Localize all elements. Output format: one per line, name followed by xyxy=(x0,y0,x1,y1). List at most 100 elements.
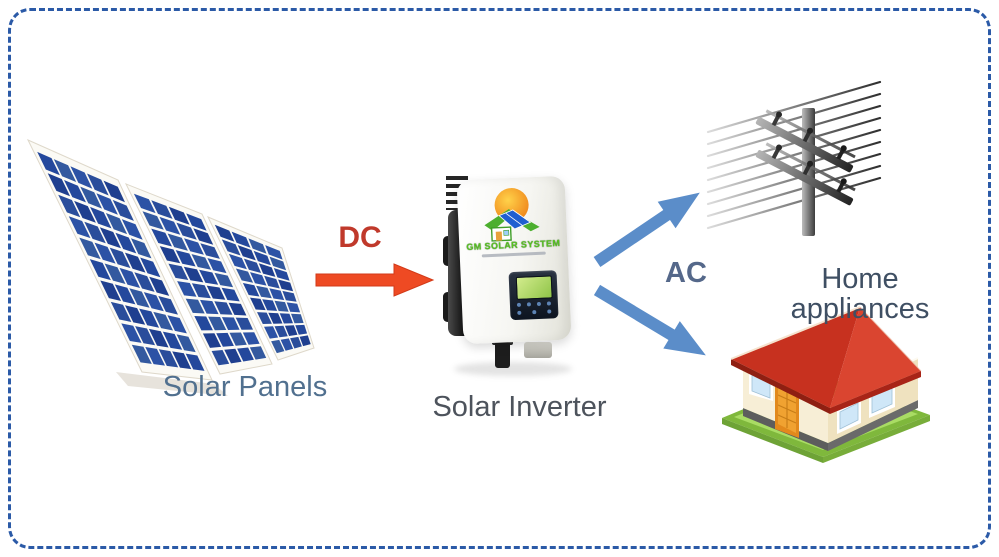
solar-cell xyxy=(105,213,128,235)
solar-cell xyxy=(274,300,289,312)
solar-cell xyxy=(115,232,137,254)
side-knob-icon xyxy=(443,292,452,322)
solar-cell xyxy=(124,252,146,273)
solar-cell xyxy=(237,347,254,362)
solar-cell xyxy=(250,297,266,311)
solar-cell xyxy=(278,279,294,292)
solar-cell xyxy=(295,324,308,335)
solar-cell xyxy=(264,326,279,339)
solar-cell xyxy=(214,301,233,315)
solar-cell xyxy=(214,272,234,288)
solar-cell xyxy=(262,299,278,311)
door-panel-line xyxy=(777,394,797,404)
solar-cell xyxy=(185,353,205,371)
solar-cell xyxy=(104,263,126,284)
solar-cell xyxy=(183,266,204,283)
solar-cell xyxy=(273,268,290,281)
solar-cell xyxy=(269,288,285,301)
ridge-trim xyxy=(730,306,861,360)
ridge-trim xyxy=(859,306,922,372)
solar-cell xyxy=(149,276,170,296)
solar-cell xyxy=(121,323,142,343)
solar-cell xyxy=(211,350,230,366)
solar-cell xyxy=(110,301,132,322)
panel-button xyxy=(547,309,552,314)
solar-cell xyxy=(159,216,181,235)
solar-cell xyxy=(214,224,235,242)
button-row xyxy=(516,301,552,307)
solar-cell xyxy=(139,308,160,328)
solar-cell xyxy=(129,288,150,308)
solar-cell xyxy=(284,325,298,336)
logo-tagline-bar xyxy=(481,251,546,258)
solar-cell xyxy=(280,338,294,351)
solar-cell xyxy=(100,280,122,301)
grass-edge xyxy=(823,415,930,463)
solar-cell xyxy=(221,239,241,256)
door-panel-line xyxy=(777,404,797,414)
brand-logo-text: GM SOLAR SYSTEM xyxy=(466,237,561,253)
solar-cell xyxy=(64,180,86,203)
solar-cell xyxy=(168,206,190,225)
solar-cell xyxy=(125,305,146,325)
solar-cell xyxy=(256,285,272,299)
solar-cell xyxy=(143,292,164,312)
solar-cell xyxy=(257,312,272,324)
solar-cell xyxy=(96,193,118,215)
solar-cell xyxy=(37,151,60,176)
solar-cell xyxy=(279,313,293,324)
ac-connector-icon xyxy=(524,342,552,358)
eave-shadow xyxy=(830,371,921,414)
solar-cell xyxy=(286,302,301,313)
solar-cell xyxy=(176,222,197,240)
solar-cell xyxy=(221,287,240,302)
solar-cell xyxy=(167,315,187,334)
roof-left xyxy=(731,307,860,408)
solar-cell xyxy=(290,336,302,349)
solar-cell xyxy=(175,250,196,267)
inverter-shadow xyxy=(454,362,572,376)
power-line xyxy=(706,128,882,182)
solar-cell xyxy=(134,272,155,292)
solar-cell xyxy=(80,186,102,209)
solar-cell xyxy=(265,245,283,260)
solar-cell xyxy=(184,238,204,255)
ac-arrow-up-icon xyxy=(593,192,700,267)
solar-cell xyxy=(274,325,288,338)
utility-pole-icon xyxy=(706,80,882,236)
solar-cell xyxy=(237,245,256,261)
grass-edge xyxy=(722,418,823,463)
solar-cell xyxy=(193,228,214,245)
solar-cell xyxy=(221,317,240,330)
power-line xyxy=(706,152,882,206)
solar-inverter-label: Solar Inverter xyxy=(432,391,607,423)
solar-cell xyxy=(158,349,179,368)
solar-panels-label: Solar Panels xyxy=(162,371,328,403)
solar-cell xyxy=(206,285,226,300)
solar-cell xyxy=(158,296,178,315)
solar-cell xyxy=(177,281,197,297)
solar-cell xyxy=(153,311,173,331)
solar-cell xyxy=(194,316,213,331)
solar-cell xyxy=(235,268,254,283)
solar-cell xyxy=(74,200,96,223)
solar-cell xyxy=(231,231,251,248)
solar-cell xyxy=(90,206,112,229)
door-panel-line xyxy=(777,414,797,424)
solar-cell xyxy=(112,199,134,221)
solar-cell xyxy=(89,259,111,281)
solar-cell xyxy=(235,317,253,330)
power-line xyxy=(706,140,882,194)
solar-cell xyxy=(250,272,267,286)
solar-cell xyxy=(176,334,196,353)
solar-cell xyxy=(53,159,77,182)
power-line xyxy=(706,80,882,134)
side-knob-icon xyxy=(443,236,452,266)
crossarm-lower xyxy=(755,142,856,206)
solar-cell xyxy=(269,256,287,271)
crossarm-upper xyxy=(755,109,856,173)
solar-cell xyxy=(228,253,247,270)
solar-cell xyxy=(121,219,143,240)
plinth xyxy=(828,400,918,451)
